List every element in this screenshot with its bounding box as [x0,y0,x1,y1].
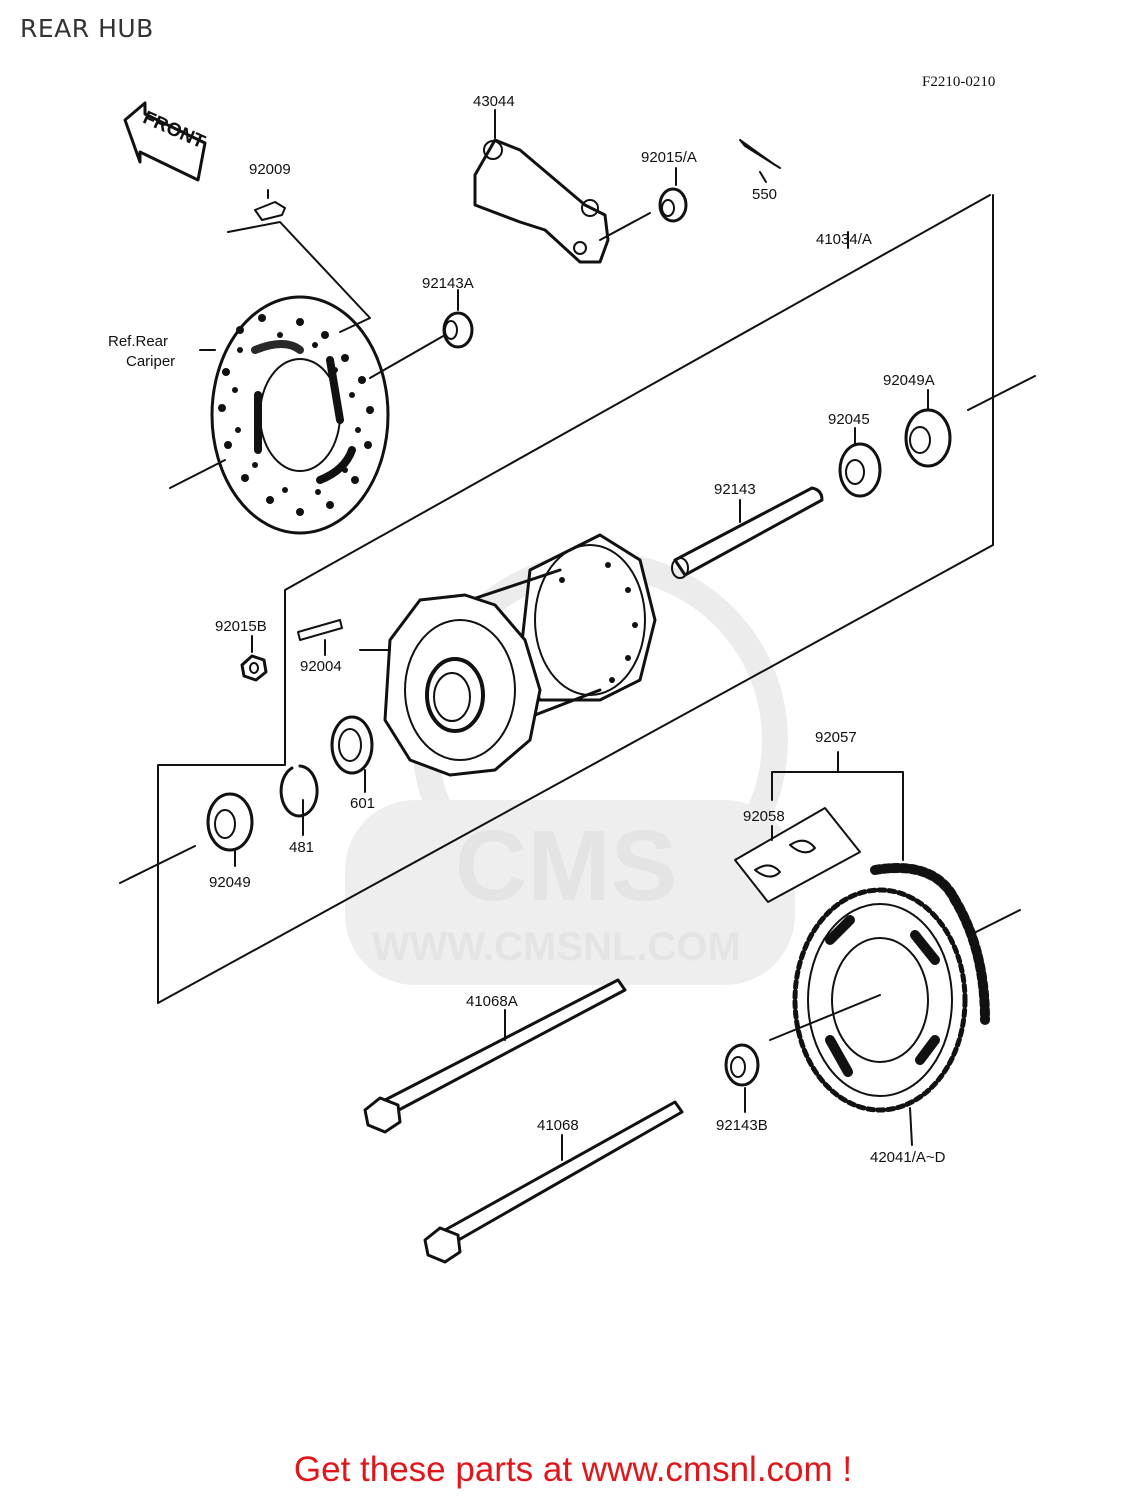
label-92057: 92057 [815,729,857,746]
oil-seal-92049-icon [206,792,254,867]
collar-92143a-icon [442,289,474,349]
label-92143: 92143 [714,481,756,498]
diagram-code: F2210-0210 [922,74,996,90]
label-92015a: 92015/A [641,149,697,166]
bolt-92009-icon [254,189,286,221]
sprocket-icon [792,887,968,1146]
bearing-92049a-icon [904,389,952,468]
label-92049: 92049 [209,874,251,891]
label-92143b: 92143B [716,1117,768,1134]
hub-icon [359,533,657,777]
label-92015b: 92015B [215,618,267,635]
page-title: REAR HUB [20,14,154,43]
label-92058: 92058 [743,808,785,825]
spacer-tube-icon [671,486,824,579]
stud-92004-icon [297,619,343,656]
label-43044: 43044 [473,93,515,110]
label-41068: 41068 [537,1117,579,1134]
cotter-pin-icon [739,139,781,183]
label-42041: 42041/A~D [870,1149,946,1166]
label-92045: 92045 [828,411,870,428]
watermark-brand: CMS [455,810,677,922]
label-481: 481 [289,839,314,856]
caliper-bracket-icon [473,109,610,264]
label-92143a: 92143A [422,275,474,292]
master-link-icon [734,807,861,903]
label-601: 601 [350,795,375,812]
axle-41068-icon [423,1100,684,1264]
watermark-url: WWW.CMSNL.COM [372,925,741,969]
callout-labels: 43044 92009 92015/A 550 41034/A 92143A R… [108,93,946,1166]
label-550: 550 [752,186,777,203]
front-arrow-icon: FRONT [123,101,208,182]
label-ref-rear-1: Ref.Rear [108,333,168,350]
axle-41068a-icon [363,978,627,1134]
circlip-481-icon [279,764,319,836]
assembly-outline [157,194,994,1004]
label-ref-rear-2: Cariper [126,353,175,370]
label-41068a: 41068A [466,993,518,1010]
collar-92143b-icon [724,1043,760,1113]
bearing-601-icon [330,715,374,793]
nut-92015b-icon [240,635,268,682]
bearing-92045-icon [838,427,882,498]
label-92049a: 92049A [883,372,935,389]
label-41034a: 41034/A [816,231,872,248]
brake-disc-icon [210,295,390,535]
chain-icon [870,863,990,1025]
label-92004: 92004 [300,658,342,675]
cta-link[interactable]: Get these parts at www.cmsnl.com ! [293,1450,853,1489]
collar-92015a-icon [658,167,688,223]
label-92009: 92009 [249,161,291,178]
